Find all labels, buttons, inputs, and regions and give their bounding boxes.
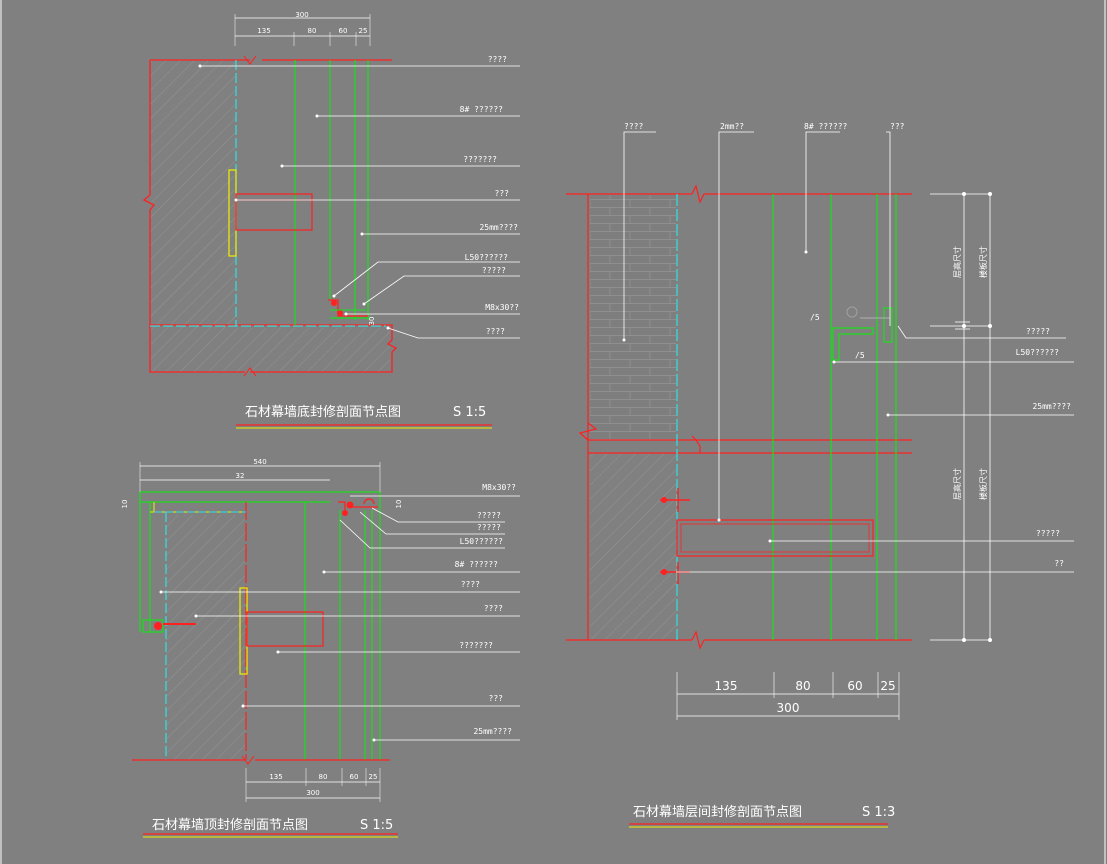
- concrete-wall-top: [166, 515, 246, 760]
- interfloor-dim-1: 135: [715, 679, 738, 693]
- top-dim-3: 60: [350, 773, 359, 781]
- concrete-slab: [150, 328, 390, 372]
- interfloor-angle-b: /5: [855, 351, 865, 360]
- top-label-8: ???????: [459, 641, 493, 650]
- interfloor-angle-a: /5: [810, 313, 820, 322]
- bottom-dim-4: 25: [359, 27, 368, 35]
- bottom-dim-1: 135: [257, 27, 270, 35]
- top-dim-4: 25: [369, 773, 378, 781]
- bottom-detail-scale: S 1:5: [453, 405, 486, 420]
- concrete-floor-slab: [590, 453, 676, 640]
- interfloor-top-label-2: 2mm??: [720, 122, 744, 131]
- interfloor-vdim-4: 楼板尺寸: [978, 468, 988, 500]
- bottom-detail-title: 石材幕墙底封修剖面节点图: [245, 404, 401, 420]
- bottom-label-8: M8x30??: [485, 303, 519, 312]
- top-label-5: 8# ??????: [455, 560, 499, 569]
- bottom-label-6: L50??????: [465, 253, 509, 262]
- bottom-label-4: ???: [495, 189, 510, 198]
- interfloor-detail: ???? 2mm?? 8# ?????? ??? ????? L50??????…: [566, 122, 1074, 828]
- interfloor-top-label-4: ???: [890, 122, 905, 131]
- top-label-1: M8x30??: [482, 483, 516, 492]
- interfloor-right-label-2: L50??????: [1016, 348, 1060, 357]
- interfloor-vdim-3: 层高尺寸: [952, 468, 962, 500]
- steel-bracket: [235, 193, 313, 231]
- bottom-label-1: ????: [488, 55, 507, 64]
- top-label-3: ?????: [477, 523, 501, 532]
- interfloor-vdim-1: 层高尺寸: [952, 246, 962, 278]
- interfloor-detail-scale: S 1:3: [862, 805, 895, 820]
- interfloor-top-label-3: 8# ??????: [804, 122, 848, 131]
- top-label-6: ????: [461, 580, 480, 589]
- interfloor-detail-title: 石材幕墙层间封修剖面节点图: [633, 805, 802, 820]
- interfloor-dim-4: 25: [880, 679, 895, 693]
- top-label-2: ?????: [477, 511, 501, 520]
- bottom-side-dim: 30: [368, 317, 376, 326]
- top-dim-2: 80: [319, 773, 328, 781]
- interfloor-right-label-5: ??: [1054, 559, 1064, 568]
- bottom-dim-total: 300: [295, 11, 308, 19]
- top-detail-scale: S 1:5: [360, 818, 393, 833]
- top-dim-1: 135: [269, 773, 282, 781]
- bottom-detail: 300 135 80 60 25 30 ???? 8# ?????? ?????…: [142, 11, 520, 429]
- interfloor-dim-2: 80: [795, 679, 810, 693]
- interfloor-right-label-1: ?????: [1026, 327, 1050, 336]
- bottom-label-7: ?????: [482, 266, 506, 275]
- interfloor-dim-total: 300: [777, 701, 800, 715]
- steel-bracket-floor: [676, 519, 874, 557]
- bottom-dim-2: 80: [308, 27, 317, 35]
- top-side-dim-b: 10: [395, 500, 403, 509]
- bottom-dim-3: 60: [339, 27, 348, 35]
- top-label-7: ????: [484, 604, 503, 613]
- top-label-10: 25mm????: [473, 727, 512, 736]
- structure-outline: [142, 59, 398, 373]
- interfloor-right-label-4: ?????: [1036, 529, 1060, 538]
- top-side-dim-a: 10: [121, 500, 129, 509]
- top-dim-sub: 32: [236, 472, 245, 480]
- top-dim-top: 540: [253, 458, 266, 466]
- top-detail-title: 石材幕墙顶封修剖面节点图: [152, 818, 308, 833]
- interfloor-top-label-1: ????: [624, 122, 643, 131]
- top-detail: 540 32 10 10 135 80 60 25 300: [121, 458, 520, 838]
- bottom-label-3: ???????: [463, 155, 497, 164]
- top-label-4: L50??????: [460, 537, 504, 546]
- bottom-label-5: 25mm????: [479, 223, 518, 232]
- top-dim-total: 300: [306, 789, 319, 797]
- concrete-wall: [150, 60, 235, 328]
- interfloor-vdim-2: 楼板尺寸: [978, 246, 988, 278]
- steel-bracket-top: [246, 611, 324, 647]
- brick-wall: [590, 195, 676, 440]
- interfloor-dim-3: 60: [847, 679, 862, 693]
- top-label-9: ???: [489, 694, 504, 703]
- bottom-label-9: ????: [486, 327, 505, 336]
- interfloor-right-label-3: 25mm????: [1032, 402, 1071, 411]
- bottom-label-2: 8# ??????: [460, 105, 504, 114]
